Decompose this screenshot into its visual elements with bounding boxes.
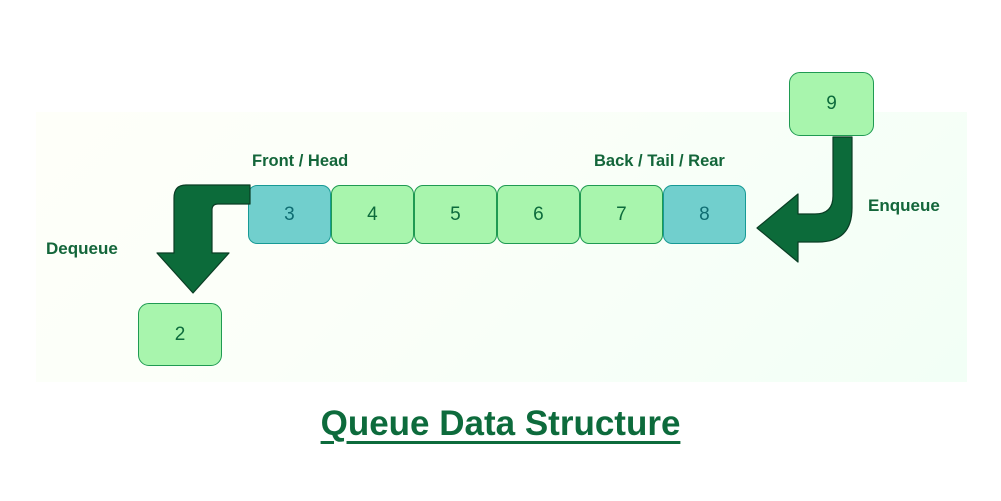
enqueue-label: Enqueue: [868, 196, 940, 215]
enqueue-arrow-icon: [756, 136, 853, 263]
queue-container: 3 4 5 6 7 8: [248, 185, 746, 244]
front-head-label: Front / Head: [252, 152, 349, 170]
back-tail-rear-label: Back / Tail / Rear: [594, 152, 725, 170]
dequeue-arrow-icon: [156, 184, 251, 294]
queue-cell-5: 8: [663, 185, 746, 244]
queue-cell-0: 3: [248, 185, 331, 244]
enqueue-value-box: 9: [789, 72, 874, 136]
queue-cell-2: 5: [414, 185, 497, 244]
queue-cell-1: 4: [331, 185, 414, 244]
diagram-title: Queue Data Structure: [320, 404, 681, 443]
queue-cell-3: 6: [497, 185, 580, 244]
queue-cell-4: 7: [580, 185, 663, 244]
dequeue-label: Dequeue: [46, 239, 118, 258]
dequeue-value-box: 2: [138, 303, 222, 366]
